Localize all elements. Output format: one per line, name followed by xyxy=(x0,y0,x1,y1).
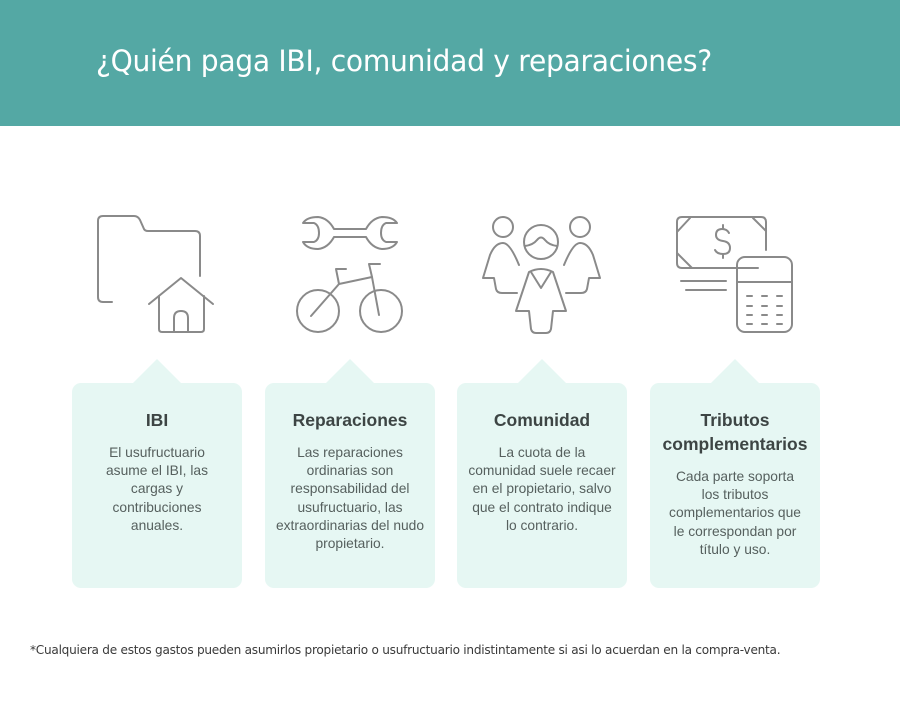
page-title: ¿Quién paga IBI, comunidad y reparacione… xyxy=(96,44,712,78)
card-tributos-complementarios: Tributos complementarios Cada parte sopo… xyxy=(650,359,820,588)
card-title: Comunidad xyxy=(493,410,591,430)
money-calculator-icon xyxy=(668,205,798,340)
header-banner: ¿Quién paga IBI, comunidad y reparacione… xyxy=(0,0,900,126)
card-reparaciones: Reparaciones Las reparaciones ordinarias… xyxy=(265,359,435,588)
folder-house-icon xyxy=(88,205,218,340)
card-title: IBI xyxy=(145,410,169,430)
card-body: La cuota de la comunidad suele recaer en… xyxy=(468,445,616,533)
card-body: Las reparaciones ordinarias son responsa… xyxy=(275,445,425,552)
card-comunidad: Comunidad La cuota de la comunidad suele… xyxy=(457,359,627,588)
card-title: Tributos complementarios xyxy=(662,410,808,454)
card-body: Cada parte soporta los tributos compleme… xyxy=(669,469,801,557)
wrench-bicycle-icon xyxy=(288,205,418,340)
people-group-icon xyxy=(478,205,608,340)
card-title: Reparaciones xyxy=(292,410,408,430)
footnote: *Cualquiera de estos gastos pueden asumi… xyxy=(30,643,781,657)
card-ibi: IBI El usufructuario asume el IBI, las c… xyxy=(72,359,242,588)
card-body: El usufructuario asume el IBI, las carga… xyxy=(106,445,208,533)
